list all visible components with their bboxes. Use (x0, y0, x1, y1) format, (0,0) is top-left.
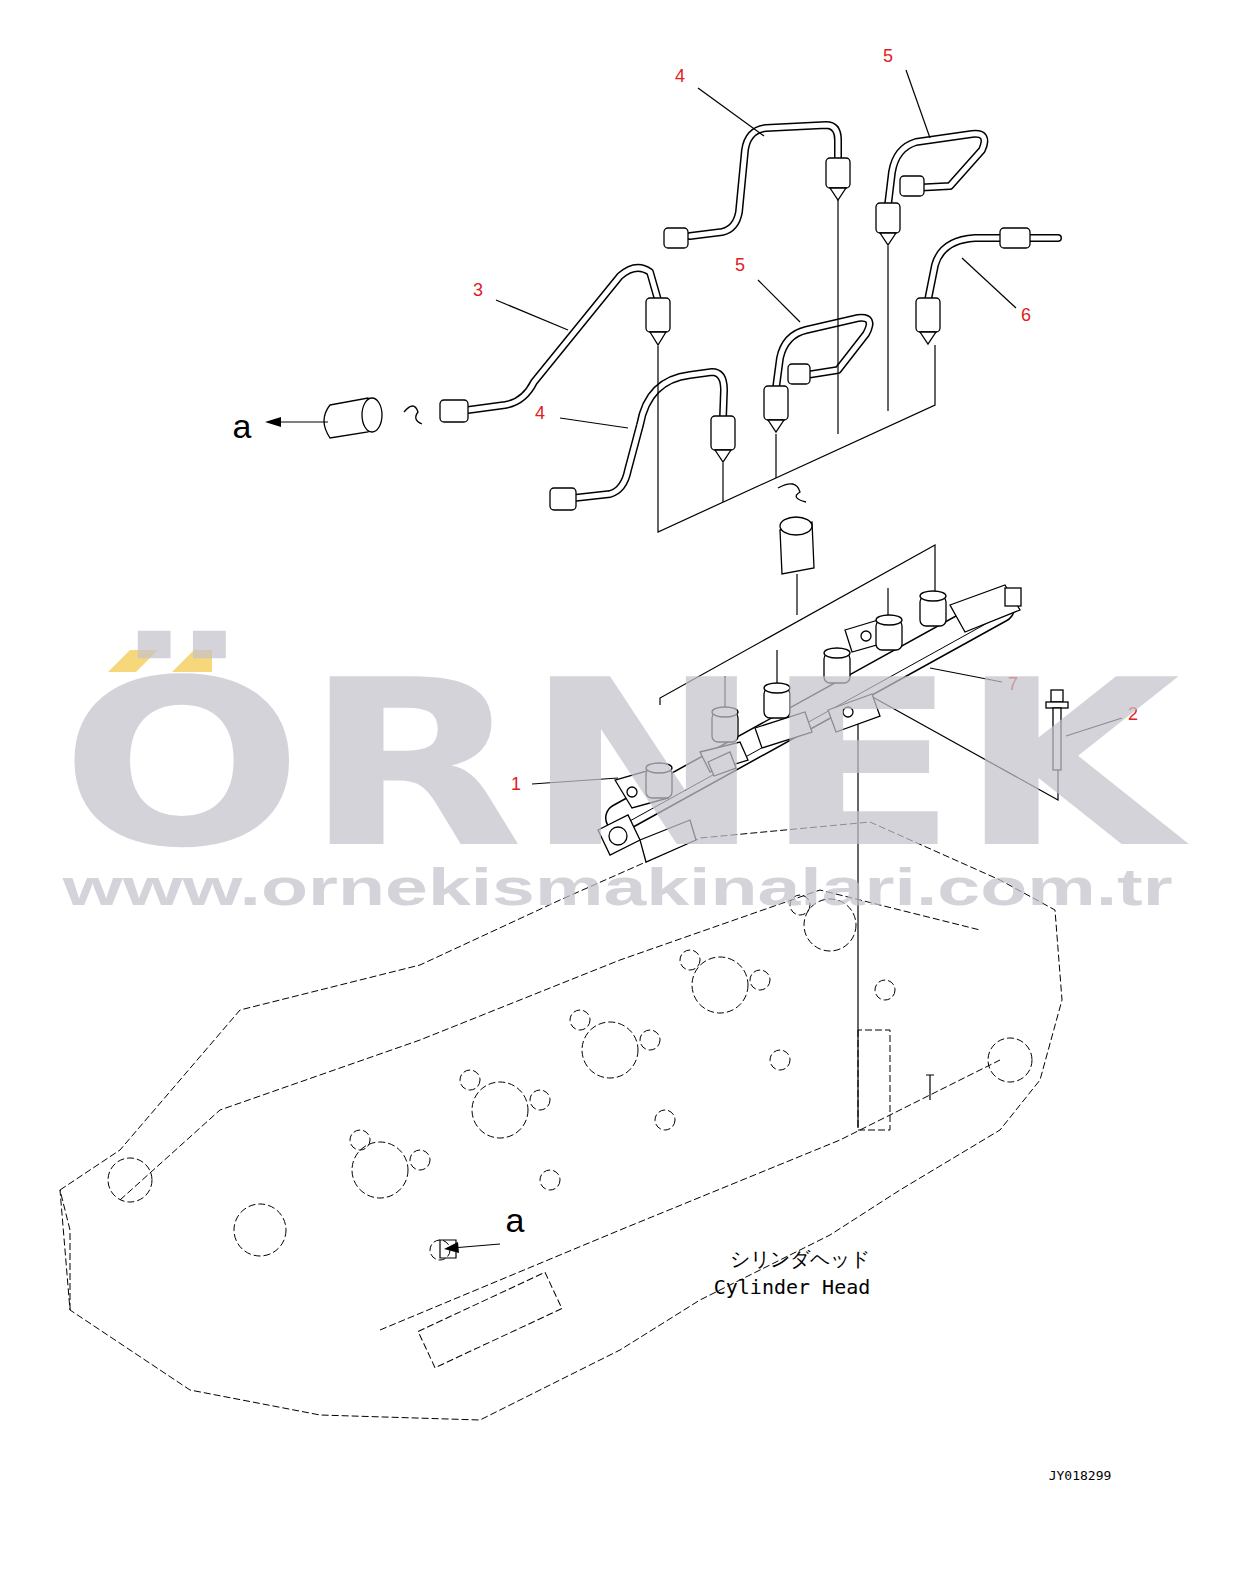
drawing-stroke (574, 372, 724, 498)
callout-number: 4 (535, 404, 545, 422)
drawing-stroke (758, 280, 800, 322)
drawing-stroke (875, 980, 895, 1000)
drawing-stroke (858, 1030, 890, 1130)
drawing-stroke (837, 200, 838, 434)
drawing-stroke (950, 585, 1020, 632)
drawing-stroke (120, 890, 980, 1200)
drawing-stroke (888, 134, 984, 205)
drawing-stroke (444, 1242, 459, 1253)
drawing-stroke (690, 125, 838, 236)
drawing-stroke (658, 345, 935, 532)
drawing-stroke (362, 398, 382, 432)
drawing-stroke (680, 950, 700, 970)
drawing-stroke (722, 463, 723, 502)
drawing-stroke (460, 1070, 480, 1090)
drawing-stroke (916, 298, 940, 332)
drawing-stroke (900, 176, 924, 196)
drawing-stroke (906, 70, 930, 138)
drawing-stroke (861, 631, 871, 641)
drawing-stroke (775, 434, 776, 478)
drawing-stroke (418, 1272, 562, 1367)
drawing-stroke (108, 895, 1032, 1260)
drawing-stroke (265, 417, 281, 427)
drawing-stroke (496, 300, 568, 330)
drawing-stroke (410, 1150, 430, 1170)
grommets (324, 398, 814, 574)
reference-letter: a (506, 1203, 525, 1237)
drawing-stroke (472, 1082, 528, 1138)
drawing-stroke (962, 258, 1016, 308)
drawing-stroke (440, 400, 468, 422)
drawing-stroke (711, 416, 735, 450)
drawing-stroke (776, 318, 870, 388)
drawing-stroke (926, 1075, 934, 1100)
drawing-stroke (750, 970, 770, 990)
drawing-stroke (796, 574, 797, 615)
drawing-stroke (275, 421, 328, 422)
pipe-nuts (440, 158, 1030, 510)
drawing-stroke (452, 1244, 500, 1248)
callout-number: 5 (735, 256, 745, 274)
drawing-stroke (468, 268, 658, 410)
drawing-stroke (887, 246, 888, 411)
drawing-stroke (876, 203, 900, 233)
drawing-stroke (764, 386, 788, 420)
drawing-stroke (780, 517, 812, 535)
drawing-stroke (380, 1060, 1000, 1330)
drawing-stroke (692, 957, 748, 1013)
drawing-stroke (540, 1170, 560, 1190)
drawing-stroke (350, 1130, 370, 1150)
drawing-stroke (570, 1010, 590, 1030)
watermark: ÖRNEK (60, 650, 1180, 880)
callout-number: 6 (1021, 306, 1031, 324)
drawing-stroke (830, 188, 846, 200)
drawing-stroke (560, 418, 628, 428)
drawing-stroke (646, 298, 670, 332)
drawing-stroke (698, 88, 764, 136)
drawing-stroke (768, 420, 784, 432)
drawing-stroke (826, 158, 850, 188)
drawing-stroke (1005, 588, 1021, 606)
drawing-stroke (404, 406, 422, 424)
drawing-stroke (888, 134, 984, 205)
reference-letter: a (233, 409, 252, 443)
drawing-stroke (530, 1090, 550, 1110)
drawing-stroke (550, 488, 576, 510)
drawing-stroke (108, 1158, 152, 1202)
drawing-stroke (582, 1022, 638, 1078)
drawing-number: JY018299 (1049, 1469, 1112, 1482)
callout-number: 4 (675, 67, 685, 85)
drawing-stroke (770, 1050, 790, 1070)
drawing-stroke (640, 1030, 660, 1050)
drawing-stroke (655, 1110, 675, 1130)
drawing-stroke (928, 238, 1058, 300)
injection-pipes (468, 125, 1058, 498)
drawing-stroke (876, 615, 902, 625)
drawing-stroke (664, 228, 688, 248)
callout-number: 3 (473, 281, 483, 299)
part-name: Cylinder Head (714, 1277, 871, 1297)
drawing-stroke (60, 1190, 70, 1310)
drawing-stroke (715, 450, 731, 462)
drawing-stroke (880, 233, 896, 245)
drawing-stroke (690, 125, 838, 236)
drawing-stroke (920, 591, 946, 601)
drawing-stroke (574, 372, 724, 498)
drawing-stroke (920, 332, 936, 344)
drawing-stroke (988, 1038, 1032, 1082)
drawing-stroke (234, 1204, 286, 1256)
drawing-stroke (928, 238, 1058, 300)
watermark-url: www.ornekismakinalari.com.tr (63, 861, 1173, 913)
drawing-stroke (1000, 228, 1030, 248)
drawing-stroke (468, 268, 658, 410)
callout-number: 5 (883, 47, 893, 65)
drawing-stroke (776, 318, 870, 388)
drawing-stroke (778, 484, 806, 502)
drawing-stroke (650, 332, 666, 345)
part-name: シリンダヘッド (730, 1249, 870, 1269)
drawing-stroke (788, 364, 810, 384)
